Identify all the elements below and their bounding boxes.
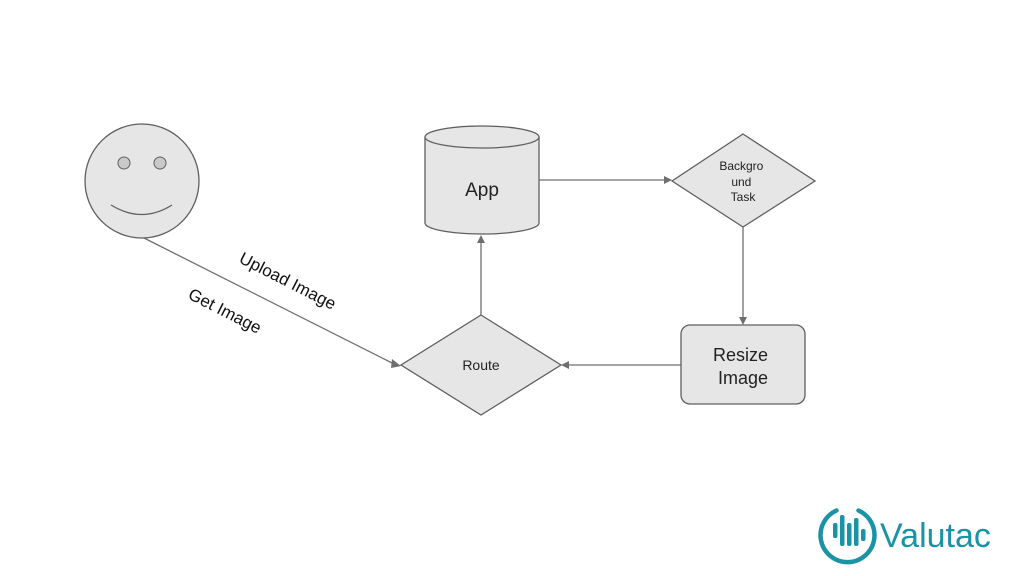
- smiley-right-eye: [153, 156, 167, 170]
- edge-background-task-to-resize-image: [739, 227, 747, 325]
- route-node: Route: [399, 314, 563, 416]
- valutac-logo: Valutac: [818, 508, 991, 565]
- brand-name: Valutac: [880, 517, 991, 555]
- decision-diamond-icon: [670, 133, 817, 228]
- edge-app-to-background-task: [539, 176, 672, 184]
- label-line: und: [731, 175, 751, 189]
- edge-label-upload-image: Upload Image: [236, 249, 339, 314]
- app-database-node: App: [424, 125, 540, 235]
- cylinder-top: [424, 125, 540, 149]
- smiley-left-eye: [117, 156, 131, 170]
- valutac-bars-circle-icon: [818, 508, 877, 565]
- database-icon: [424, 137, 540, 235]
- edge-resize-image-to-route: [561, 361, 681, 369]
- arrowhead-icon: [391, 359, 401, 368]
- background-task-node: Backgro und Task: [670, 133, 817, 228]
- label-line: Resize: [713, 345, 768, 365]
- smiley-mouth: [110, 204, 173, 216]
- node-label-app: App: [465, 180, 499, 201]
- resize-image-node: Resize Image: [680, 324, 806, 405]
- label-line: Backgro: [719, 159, 763, 173]
- label-line: Image: [718, 368, 768, 388]
- process-box-icon: [680, 324, 806, 405]
- edge-user-to-route: [141, 236, 401, 368]
- node-label-background-task: Backgro und Task: [719, 159, 766, 204]
- decision-diamond-icon: [399, 314, 563, 416]
- edge-route-to-app: [477, 235, 485, 315]
- arrowhead-icon: [664, 176, 672, 184]
- node-label-resize-image: Resize Image: [713, 345, 773, 388]
- label-line: Task: [731, 190, 757, 204]
- arrowhead-icon: [477, 235, 485, 243]
- user-actor: [84, 123, 200, 239]
- arrowhead-icon: [739, 317, 747, 325]
- node-label-route: Route: [462, 357, 500, 373]
- smiley-face-icon: [84, 123, 200, 239]
- arrowhead-icon: [561, 361, 569, 369]
